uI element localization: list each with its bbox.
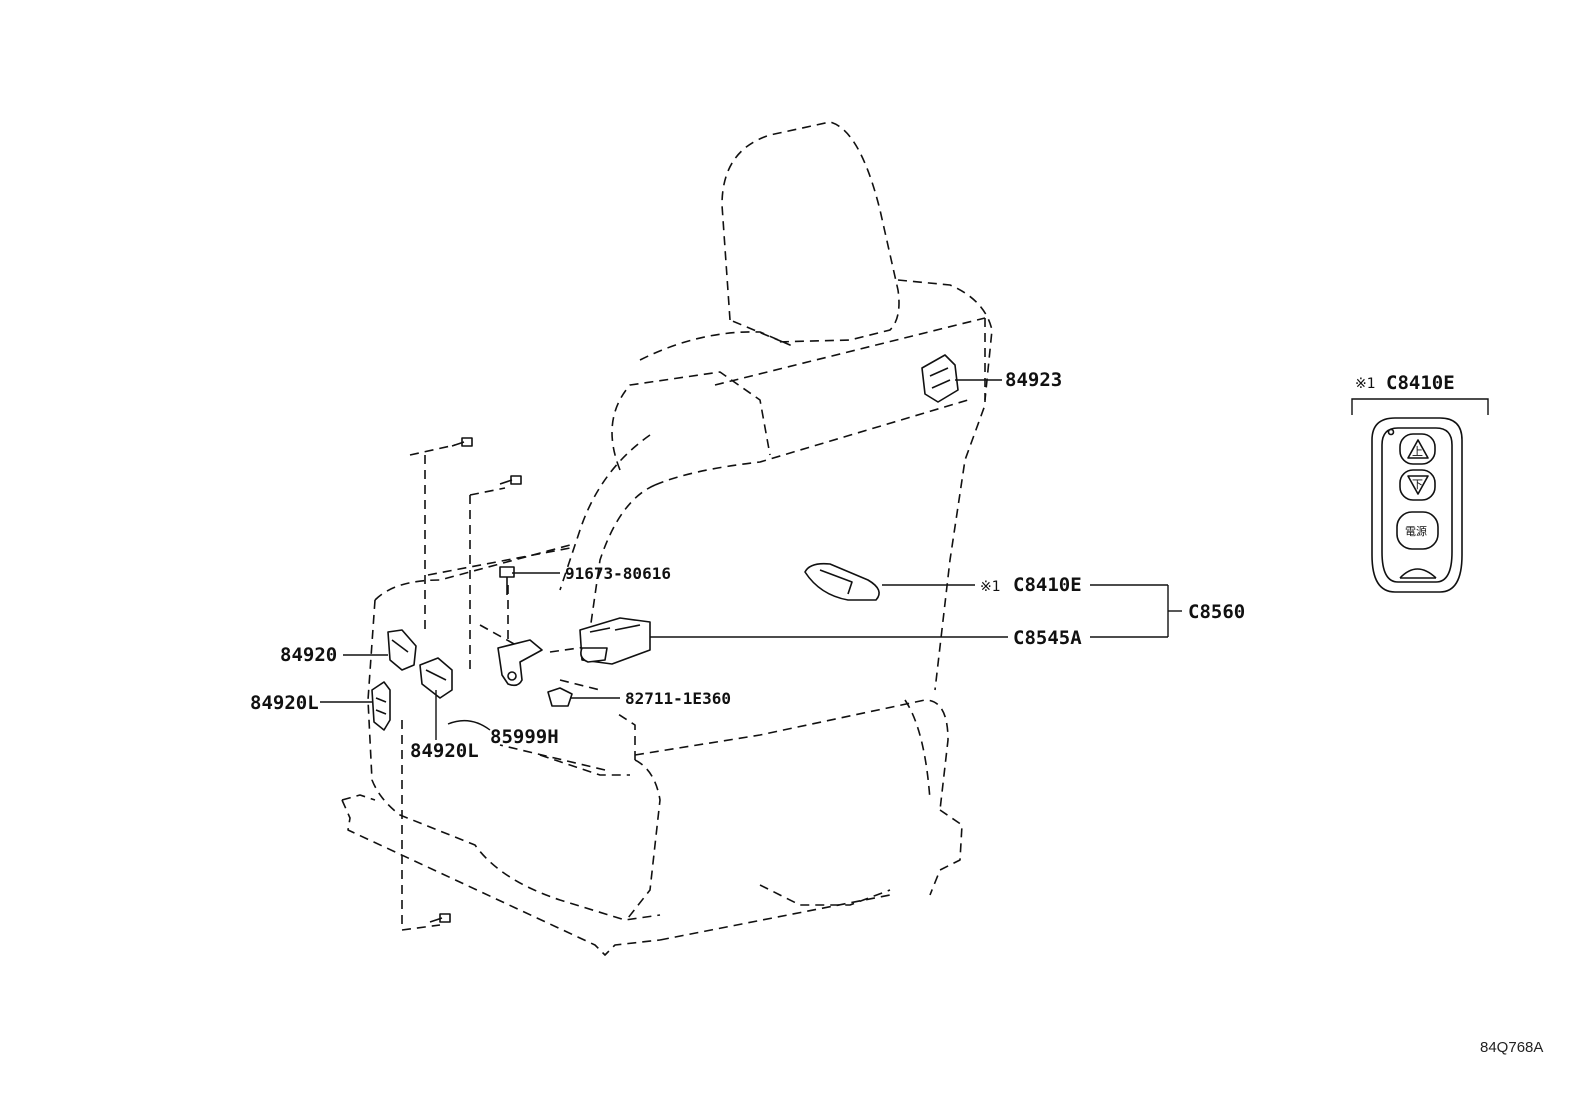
callout-labels: 84923 91673-80616 82711-1E360 85999H 849… xyxy=(250,369,1245,762)
label-82711-1E360: 82711-1E360 xyxy=(625,689,731,708)
components xyxy=(371,354,959,923)
part-84920-shape xyxy=(387,629,417,671)
bolt-top-left xyxy=(451,437,473,447)
leader-lines xyxy=(320,379,1182,740)
part-84920L-left-shape xyxy=(371,681,391,731)
inset-part-label: C8410E xyxy=(1386,372,1455,394)
label-C8410E: C8410E xyxy=(1013,574,1082,596)
part-82711-shape xyxy=(547,687,573,707)
label-85999H: 85999H xyxy=(490,726,559,748)
remote-power-button: 電源 xyxy=(1396,511,1439,550)
bolt-bottom xyxy=(429,913,451,923)
inset-bracket xyxy=(1351,398,1489,415)
part-84920L-center-shape xyxy=(419,657,453,699)
inset-note-mark: ※1 xyxy=(1355,376,1376,392)
seat-outline xyxy=(341,121,993,956)
label-84923: 84923 xyxy=(1005,369,1062,391)
remote-body xyxy=(1371,417,1463,593)
part-C8410E-shape xyxy=(804,562,880,601)
note-mark-C8410E: ※1 xyxy=(980,579,1001,595)
figure-number: 84Q768A xyxy=(1480,1039,1543,1056)
remote-down-glyph: 下 xyxy=(1412,478,1423,491)
bolt-91673 xyxy=(499,566,515,595)
remote-key-slot xyxy=(1399,568,1437,579)
label-84920L-left: 84920L xyxy=(250,692,319,714)
label-91673-80616: 91673-80616 xyxy=(565,564,671,583)
remote-down-button: 下 xyxy=(1399,469,1436,501)
remote-up-glyph: 上 xyxy=(1412,445,1423,458)
part-84923-shape xyxy=(921,354,959,403)
label-C8545A: C8545A xyxy=(1013,627,1082,649)
part-C8545A-shape xyxy=(579,617,651,665)
remote-up-button: 上 xyxy=(1399,433,1436,465)
inset-remote: ※1 C8410E 上 下 電源 xyxy=(1351,372,1489,593)
label-C8560: C8560 xyxy=(1188,601,1245,623)
label-84920L-bottom: 84920L xyxy=(410,740,479,762)
remote-power-glyph: 電源 xyxy=(1405,524,1427,538)
label-84920: 84920 xyxy=(280,644,337,666)
bolt-top-mid xyxy=(499,475,522,485)
part-85999H-shape xyxy=(497,639,543,687)
